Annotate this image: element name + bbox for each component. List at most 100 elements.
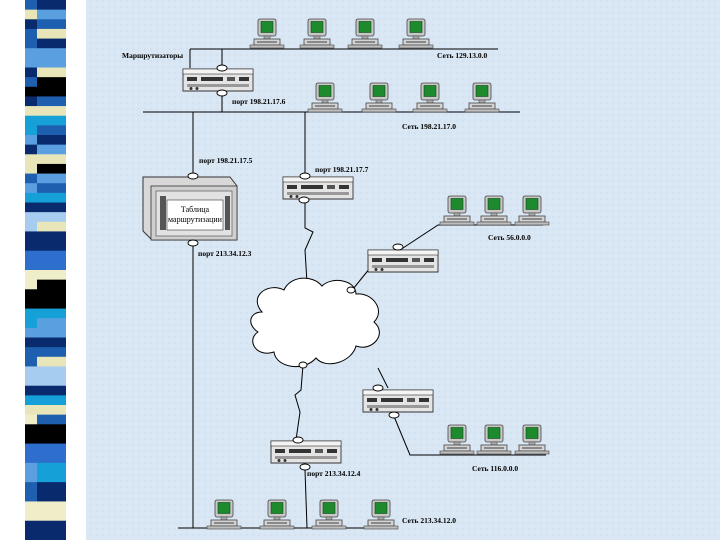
stripe-cell bbox=[25, 270, 37, 281]
stripe-cell bbox=[25, 173, 37, 184]
stripe-cell bbox=[37, 241, 66, 252]
stripe-cell bbox=[37, 231, 66, 242]
stripe-cell bbox=[37, 414, 66, 425]
stripe-cell bbox=[37, 67, 66, 78]
stripe-cell bbox=[25, 86, 37, 97]
stripe-cell bbox=[25, 192, 37, 203]
stripe-cell bbox=[25, 183, 37, 194]
stripe-cell bbox=[37, 424, 66, 435]
stripe-cell bbox=[25, 347, 37, 358]
port-17-5-label: порт 198.21.17.5 bbox=[199, 156, 253, 165]
stripe-cell bbox=[37, 347, 66, 358]
stripe-cell bbox=[25, 327, 37, 338]
router-net-56 bbox=[367, 249, 439, 273]
stripe-cell bbox=[25, 48, 37, 59]
stripe-cell bbox=[25, 9, 37, 20]
stripe-cell bbox=[25, 0, 37, 11]
stripe-cell bbox=[37, 183, 66, 194]
stripe-cell bbox=[25, 19, 37, 30]
stripe-cell bbox=[37, 433, 66, 445]
stripe-cell bbox=[25, 154, 37, 165]
stripe-cell bbox=[25, 511, 37, 522]
stripe-cell bbox=[37, 106, 66, 117]
stripe-cell bbox=[37, 250, 66, 261]
stripe-cell bbox=[37, 376, 66, 387]
stripe-cell bbox=[25, 106, 37, 117]
router-17-7 bbox=[282, 176, 354, 200]
stripe-cell bbox=[37, 356, 66, 367]
stripe-cell bbox=[37, 173, 66, 184]
decorative-stripe bbox=[25, 0, 66, 540]
port-markers bbox=[187, 64, 404, 471]
stripe-cell bbox=[37, 443, 66, 454]
stripe-cell bbox=[37, 462, 66, 473]
connection-lines bbox=[143, 48, 546, 529]
routing-table-box bbox=[166, 199, 224, 231]
stripe-cell bbox=[37, 77, 66, 88]
stripe-cell bbox=[25, 241, 37, 252]
stripe-cell bbox=[37, 86, 66, 97]
stripe-cell bbox=[37, 163, 66, 175]
stripe-cell bbox=[25, 77, 37, 88]
stripe-cell bbox=[37, 491, 66, 502]
stripe-cell bbox=[37, 298, 66, 310]
router-net-116 bbox=[362, 389, 434, 413]
stripe-cell bbox=[37, 192, 66, 203]
stripe-cell bbox=[25, 443, 37, 454]
routing-table-title: Таблица bbox=[181, 205, 210, 214]
net-213-label: Сеть 213.34.12.0 bbox=[402, 516, 456, 525]
stripe-cell bbox=[25, 289, 37, 300]
net-56-computers bbox=[439, 195, 550, 226]
stripe-cell bbox=[25, 530, 37, 540]
stripe-cell bbox=[37, 0, 66, 11]
stripe-cell bbox=[25, 38, 37, 49]
stripe-cell bbox=[25, 250, 37, 261]
port-17-7-label: порт 198.21.17.7 bbox=[315, 165, 369, 174]
stripe-cell bbox=[25, 221, 37, 232]
net-116-computers bbox=[439, 424, 550, 455]
stripe-cell bbox=[37, 212, 66, 223]
stripe-cell bbox=[37, 135, 66, 146]
stripe-cell bbox=[37, 154, 66, 165]
router-12-4 bbox=[270, 440, 342, 464]
stripe-cell bbox=[25, 482, 37, 493]
stripe-cell bbox=[25, 144, 37, 155]
stripe-cell bbox=[25, 308, 37, 319]
stripe-cell bbox=[25, 491, 37, 502]
stripe-cell bbox=[37, 453, 66, 464]
stripe-cell bbox=[37, 366, 66, 377]
stripe-cell bbox=[37, 125, 66, 136]
stripe-cell bbox=[37, 289, 66, 300]
stripe-cell bbox=[25, 135, 37, 146]
stripe-cell bbox=[37, 327, 66, 338]
stripe-cell bbox=[37, 385, 66, 396]
stripe-cell bbox=[37, 270, 66, 281]
stripe-cell bbox=[37, 337, 66, 348]
net-56-label: Сеть 56.0.0.0 bbox=[488, 233, 531, 242]
stripe-cell bbox=[25, 462, 37, 473]
stripe-cell bbox=[25, 115, 37, 126]
stripe-cell bbox=[37, 57, 66, 68]
cloud-network bbox=[250, 277, 380, 367]
stripe-cell bbox=[25, 501, 37, 512]
routers-label: Маршрутизаторы bbox=[122, 51, 183, 60]
stripe-cell bbox=[25, 337, 37, 348]
stripe-cell bbox=[25, 57, 37, 68]
stripe-cell bbox=[25, 414, 37, 425]
stripe-cell bbox=[25, 67, 37, 78]
stripe-cell bbox=[37, 19, 66, 30]
stripe-cell bbox=[37, 511, 66, 522]
stripe-cell bbox=[25, 520, 37, 531]
stripe-cell bbox=[37, 482, 66, 493]
net-116-label: Сеть 116.0.0.0 bbox=[472, 464, 518, 473]
stripe-cell bbox=[25, 231, 37, 242]
net-198-label: Сеть 198.21.17.0 bbox=[402, 122, 456, 131]
stripe-cell bbox=[37, 318, 66, 329]
stripe-cell bbox=[25, 424, 37, 435]
stripe-cell bbox=[37, 48, 66, 59]
stripe-cell bbox=[25, 202, 37, 213]
stripe-cell bbox=[37, 530, 66, 540]
stripe-cell bbox=[25, 279, 37, 290]
stripe-cell bbox=[25, 472, 37, 483]
